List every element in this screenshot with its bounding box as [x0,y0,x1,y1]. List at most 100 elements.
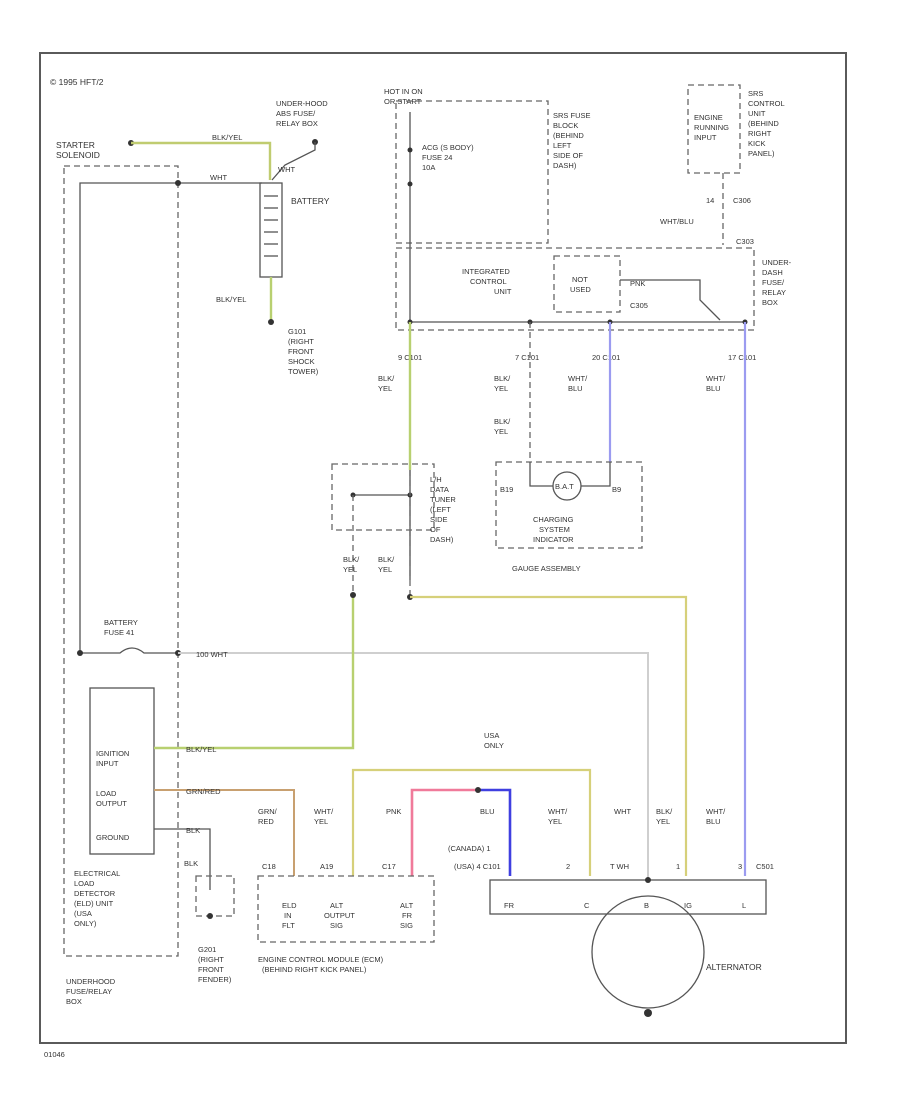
g101-label-2: (RIGHT [288,337,314,346]
battery-fuse-label-2: FUSE 41 [104,628,134,637]
wire-label-whtblu-top: WHT/BLU [660,217,694,226]
wl-12: YEL [343,565,357,574]
gauge-pin-left: B19 [500,485,513,494]
g201-label-2: (RIGHT [198,955,224,964]
gauge-pin-right: B9 [612,485,621,494]
alt-term-fr: FR [504,901,515,910]
wire-icu-link [620,279,721,321]
g201-label-3: FRONT [198,965,224,974]
canada-note: (CANADA) 1 [448,844,491,853]
wl-25: YEL [656,817,670,826]
alternator-connector [489,879,767,915]
lamp-glyph: B.A.T [555,482,574,491]
wl-10: BLU [706,384,721,393]
wl-22: YEL [548,817,562,826]
wire-label-eld-load: GRN/RED [186,787,221,796]
wire-blu [478,788,512,876]
wire-label-batt-gnd: BLK/YEL [216,295,246,304]
battery-cells [264,195,278,257]
icu-1: INTEGRATED [462,267,510,276]
wire-label-blk2: BLK [184,859,198,868]
wire-label-100wht: 100 WHT [196,650,228,659]
srs-fb-6: DASH) [553,161,577,170]
engine-running-2: RUNNING [694,123,729,132]
alt-pin-1: 1 [676,862,680,871]
srs-fb-4: LEFT [553,141,572,150]
not-used-2: USED [570,285,591,294]
abs-box-label-1: UNDER-HOOD [276,99,328,108]
conn-c306: C306 [733,196,751,205]
udfb-1: UNDER- [762,258,792,267]
pnk-blu-junction [475,787,481,793]
srs-fb-2: BLOCK [553,121,578,130]
wl-3: BLK/ [494,374,511,383]
icu-box [553,255,621,313]
usa-only-2: ONLY [484,741,504,750]
alt-term-b: B [644,901,649,910]
alt-conn: C501 [756,862,774,871]
battery-symbol [259,182,283,278]
ecm-box [257,875,435,943]
udfb-2: DASH [762,268,783,277]
wl-18: YEL [314,817,328,826]
wire-eld-ignition [154,595,355,750]
srs-cu-1: SRS [748,89,763,98]
alternator-ground [644,1009,652,1017]
bus-junction [175,180,181,186]
wl-17: WHT/ [314,807,334,816]
eld-label-4: (ELD) UNIT [74,899,114,908]
csi-1: CHARGING [533,515,574,524]
alt-fr-3: SIG [400,921,413,930]
wire-label-wht-bus: WHT [210,173,227,182]
tuner-2: DATA [430,485,449,494]
engine-running-3: INPUT [694,133,717,142]
alt-b-terminal [645,877,651,883]
underhood-box-label-1: UNDERHOOD [66,977,116,986]
wl-13: BLK/ [378,555,395,564]
tuner-6: OF [430,525,441,534]
g101-label-3: FRONT [288,347,314,356]
srs-control-unit [687,84,741,174]
load-output-label-2: OUTPUT [96,799,127,808]
g201-point [207,913,213,919]
alt-term-c: C [584,901,590,910]
hot-in-on-1: HOT IN ON [384,87,423,96]
wire-lamp-right [581,462,611,487]
wire-starter-battery [131,141,272,180]
underhood-box-label-3: BOX [66,997,82,1006]
not-used-1: NOT [572,275,588,284]
wl-14: YEL [378,565,392,574]
gauge-assembly [495,461,643,549]
eld-label-6: ONLY) [74,919,97,928]
wl-6: YEL [494,427,508,436]
pin20-c101: 20 C101 [592,353,620,362]
lh-dash-tuner [331,463,435,531]
wire-label-eld-gnd: BLK [186,826,200,835]
srs-cu-2: CONTROL [748,99,785,108]
g201-label-1: G201 [198,945,216,954]
ecm-label-1: ENGINE CONTROL MODULE (ECM) [258,955,384,964]
wl-16: RED [258,817,274,826]
wl-15: GRN/ [258,807,278,816]
alt-fr-1: ALT [400,901,414,910]
hot-in-on-2: OR START [384,97,422,106]
udfb-4: RELAY [762,288,786,297]
abs-box-label-2: ABS FUSE/ [276,109,316,118]
ecm-pin-c18: C18 [262,862,276,871]
eld-in-2: IN [284,911,292,920]
usa-only-1: USA [484,731,499,740]
wire-battery-fuse-feed [79,182,178,653]
underhood-fuse-box [63,165,179,957]
eld-in-1: ELD [282,901,297,910]
srs-cu-4: (BEHIND [748,119,779,128]
tuner-7: DASH) [430,535,454,544]
ecm-label-2: (BEHIND RIGHT KICK PANEL) [262,965,367,974]
copyright-text: © 1995 HFT/2 [50,77,104,87]
fuse-junction-left [77,650,83,656]
wl-1: BLK/ [378,374,395,383]
starter-solenoid-label-2: SOLENOID [56,150,100,160]
udfb-5: BOX [762,298,778,307]
tuner-out-left [350,592,356,598]
alt-pin-3: 3 [738,862,742,871]
wl-20: BLU [480,807,495,816]
